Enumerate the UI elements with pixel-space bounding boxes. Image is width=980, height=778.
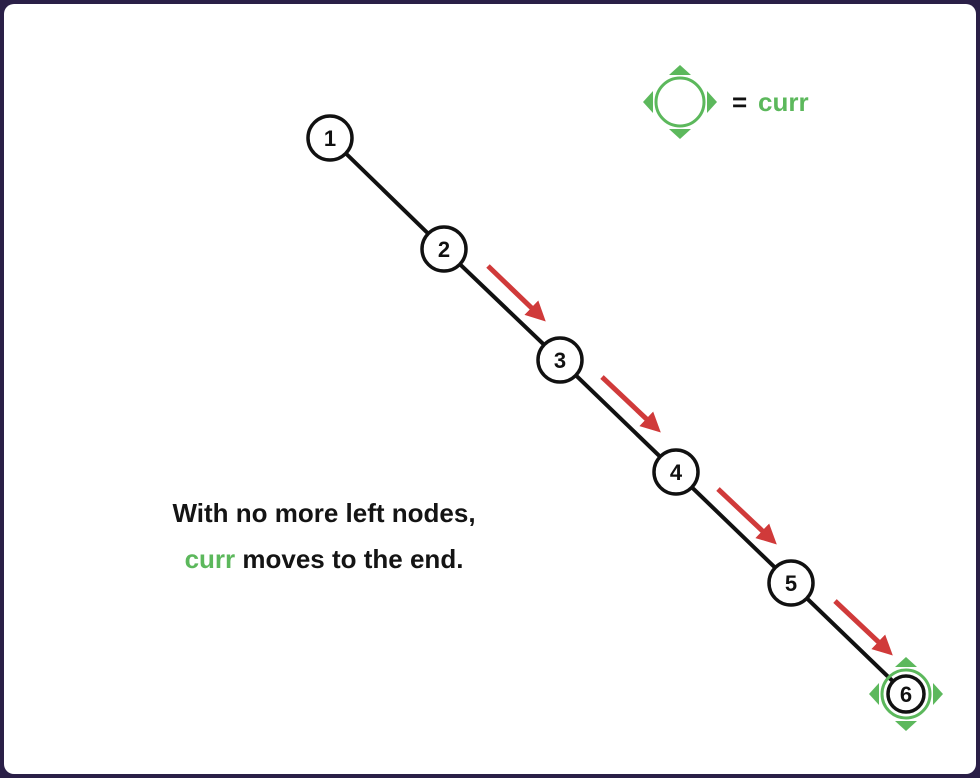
arrow-2-3 — [486, 264, 546, 322]
node-label: 4 — [670, 460, 683, 485]
legend-equals: = — [732, 87, 747, 117]
legend: = curr — [643, 65, 809, 139]
node-5: 5 — [767, 559, 815, 607]
caption: With no more left nodes, curr moves to t… — [124, 490, 524, 582]
node-label: 1 — [324, 126, 336, 151]
arrow-5-6 — [833, 599, 893, 656]
node-6: 6 — [886, 674, 926, 714]
caption-line-1: With no more left nodes, — [172, 498, 476, 528]
caption-curr-highlight: curr — [184, 544, 236, 574]
edge-5-6 — [789, 581, 908, 696]
caption-line-2-rest: moves to the end. — [235, 544, 464, 574]
legend-label: curr — [758, 87, 809, 117]
node-label: 2 — [438, 237, 450, 262]
nodes: 1 2 3 4 5 6 — [306, 114, 926, 714]
node-label: 5 — [785, 571, 797, 596]
edges — [328, 136, 908, 696]
edge-4-5 — [674, 470, 793, 585]
arrow-3-4 — [600, 375, 661, 433]
node-1: 1 — [306, 114, 354, 162]
node-label: 3 — [554, 348, 566, 373]
linked-list-diagram: 1 2 3 4 5 6 — [306, 65, 943, 731]
edge-2-3 — [442, 247, 562, 362]
node-3: 3 — [536, 336, 584, 384]
curr-pointer-icon — [643, 65, 717, 139]
node-2: 2 — [420, 225, 468, 273]
curr-pointer-icon — [869, 657, 943, 731]
arrow-4-5 — [716, 487, 777, 545]
diagram-canvas: 1 2 3 4 5 6 — [4, 4, 976, 774]
movement-arrows — [486, 264, 893, 656]
node-label: 6 — [900, 682, 912, 707]
node-4: 4 — [652, 448, 700, 496]
edge-3-4 — [558, 358, 678, 474]
edge-1-2 — [328, 136, 446, 251]
caption-line-2: curr moves to the end. — [124, 536, 524, 582]
